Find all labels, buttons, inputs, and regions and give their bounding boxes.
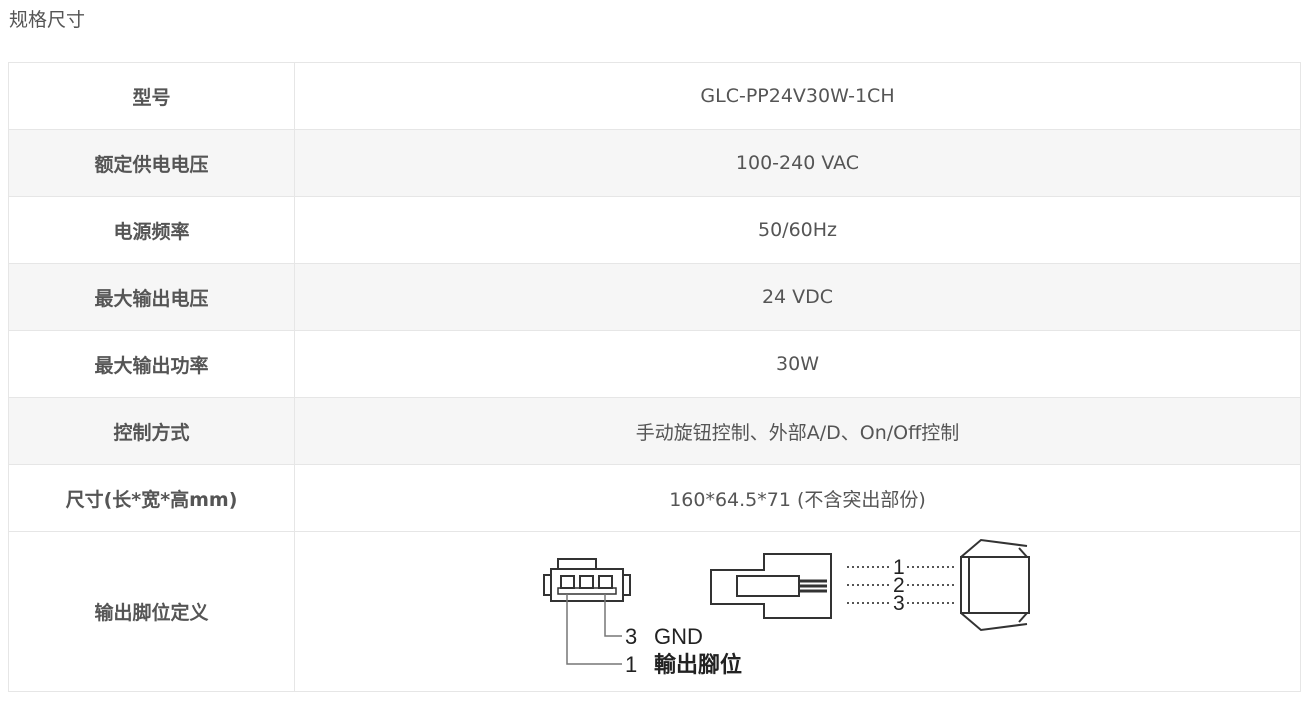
row-value: 30W	[294, 330, 1301, 398]
pin-leader-lines	[565, 594, 622, 665]
pin1-name: 輸出腳位	[654, 652, 742, 677]
plug-pin-3: 3	[893, 592, 905, 615]
row-label: 最大输出电压	[8, 263, 295, 331]
table-row: 尺寸(长*宽*高mm) 160*64.5*71 (不含突出部份)	[8, 464, 1301, 532]
row-label: 型号	[8, 62, 295, 130]
table-row: 最大输出电压 24 VDC	[8, 263, 1301, 331]
connector-diagram-svg: 3 GND 1 輸出腳位	[542, 538, 1030, 677]
table-row: 控制方式 手动旋钮控制、外部A/D、On/Off控制	[8, 397, 1301, 465]
row-value: 50/60Hz	[294, 196, 1301, 264]
socket-connector-icon	[542, 558, 631, 602]
row-label: 输出脚位定义	[8, 531, 295, 692]
row-value: 160*64.5*71 (不含突出部份)	[294, 464, 1301, 532]
pin-definition-diagram: 3 GND 1 輸出腳位	[498, 534, 1097, 691]
plug-pin-2: 2	[893, 574, 905, 597]
pin-diagram-cell: 3 GND 1 輸出腳位	[294, 531, 1301, 692]
row-value: GLC-PP24V30W-1CH	[294, 62, 1301, 130]
row-value: 100-240 VAC	[294, 129, 1301, 197]
pin3-number: 3	[625, 624, 637, 649]
row-label: 额定供电电压	[8, 129, 295, 197]
plug-pin-1: 1	[893, 556, 905, 579]
pin-dotted-lines	[846, 566, 954, 604]
row-label: 控制方式	[8, 397, 295, 465]
section-title: 规格尺寸	[9, 9, 86, 31]
row-label: 最大输出功率	[8, 330, 295, 398]
receptacle-connector-icon	[959, 538, 1030, 632]
plug-connector-icon	[709, 553, 832, 619]
table-row: 额定供电电压 100-240 VAC	[8, 129, 1301, 197]
table-row: 输出脚位定义	[8, 531, 1301, 692]
row-label: 电源频率	[8, 196, 295, 264]
row-label: 尺寸(长*宽*高mm)	[8, 464, 295, 532]
table-row: 最大输出功率 30W	[8, 330, 1301, 398]
row-value: 24 VDC	[294, 263, 1301, 331]
pin3-name: GND	[654, 624, 703, 649]
row-value: 手动旋钮控制、外部A/D、On/Off控制	[294, 397, 1301, 465]
table-row: 电源频率 50/60Hz	[8, 196, 1301, 264]
pin1-number: 1	[625, 652, 637, 677]
table-row: 型号 GLC-PP24V30W-1CH	[8, 62, 1301, 130]
spec-table: 型号 GLC-PP24V30W-1CH 额定供电电压 100-240 VAC 电…	[8, 62, 1301, 692]
